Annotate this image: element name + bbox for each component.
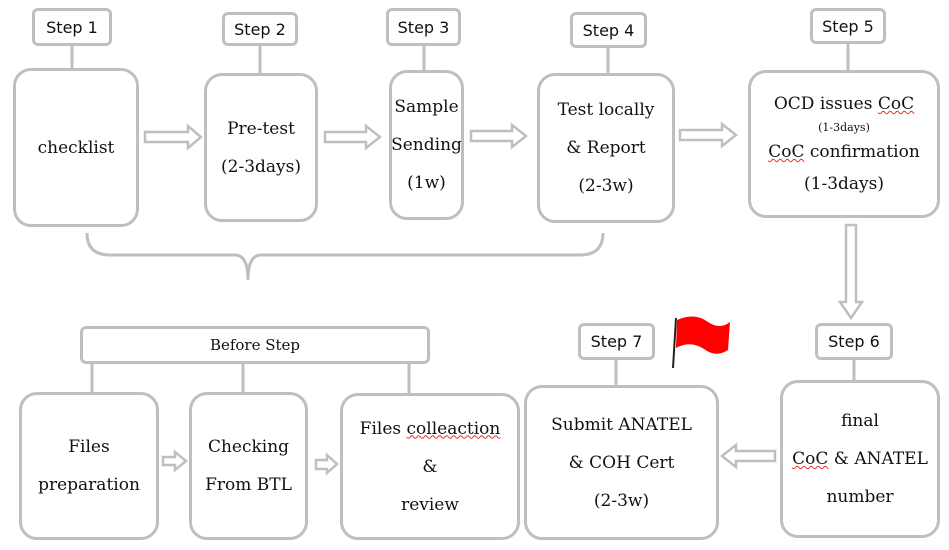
arrow-right [161,449,188,473]
arrow-left [719,442,777,470]
text: OCD issues [773,94,878,114]
flag-icon [672,316,730,369]
arrow-right [678,121,739,149]
arrow-right [314,452,339,476]
text: & [422,456,438,477]
text: confirmation [804,142,920,162]
text: CoC [877,94,915,114]
text: Checking [207,437,290,457]
text: review [401,494,459,515]
text: (2-3w) [578,176,634,196]
text: & COH Cert [568,452,675,473]
text: colleaction [406,418,501,439]
box-pretest: Pre-test (2-3days) [204,73,318,222]
box-ocd-coc: OCD issues CoC (1-3days) CoC confirmatio… [748,70,940,218]
step-3-label: Step 3 [386,8,461,46]
step-6-label: Step 6 [815,323,893,360]
box-checklist: checklist [13,68,139,227]
text: Pre-test [227,118,295,139]
text: CoC [792,449,829,469]
text: & ANATEL [828,449,928,469]
step-7-label: Step 7 [578,323,655,360]
text: CoC confirmation [768,136,920,168]
text: Sample [394,97,459,117]
arrow-right [143,123,203,151]
text: Files colleaction [360,410,501,448]
text: CoC [768,142,805,162]
text: Files [68,437,110,457]
box-files-preparation: Files preparation [19,392,159,540]
text: number [826,487,894,507]
text: Submit ANATEL [551,414,692,435]
step-2-label: Step 2 [222,12,298,46]
box-final-coc: final CoC & ANATEL number [780,380,940,538]
text: (1w) [407,173,446,193]
before-step-label: Before Step [80,326,430,364]
arrows [143,121,865,476]
step-1-label: Step 1 [32,8,112,46]
arrow-right [469,122,529,150]
box-submit-anatel: Submit ANATEL & COH Cert (2-3w) [524,385,719,540]
text: Files [359,418,407,439]
step-4-label: Step 4 [570,12,647,48]
text: CoC & ANATEL [792,440,928,478]
box-test-report: Test locally & Report (2-3w) [537,73,675,223]
text: final [841,411,879,431]
text: Sending [391,135,462,155]
box-files-collection: Files colleaction & review [340,393,520,540]
text: & Report [566,138,646,158]
step-5-label: Step 5 [810,8,886,44]
text: Test locally [557,100,655,120]
text: preparation [38,475,140,495]
arrow-down [837,223,865,321]
arrow-right [323,123,383,151]
text: From BTL [205,475,292,495]
text: (2-3w) [593,490,650,511]
text: (2-3days) [221,156,301,177]
text: checklist [37,137,115,158]
text: (1-3days) [818,121,870,134]
text: (1-3days) [804,174,884,194]
text: OCD issues CoC [774,88,914,120]
